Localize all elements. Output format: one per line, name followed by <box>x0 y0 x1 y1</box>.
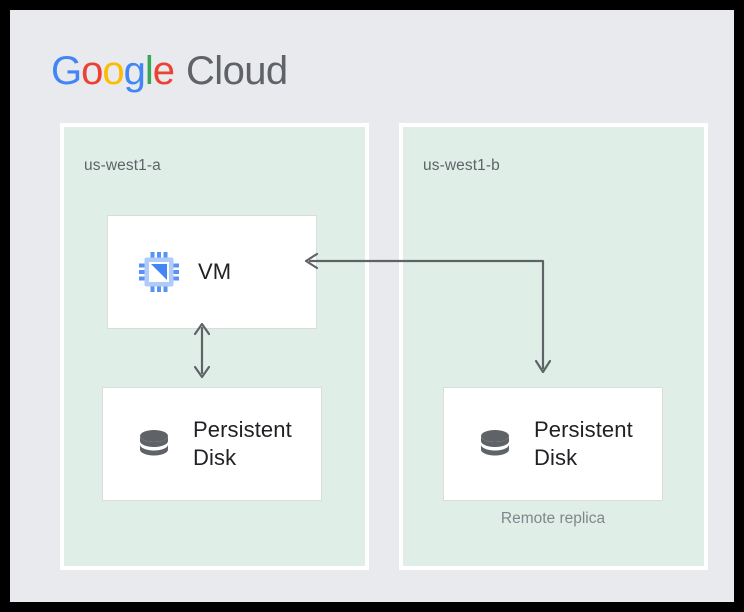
cpu-chip-icon <box>138 251 180 293</box>
zone-us-west1-b: us-west1-b <box>399 123 708 570</box>
zone-us-west1-a: us-west1-a <box>60 123 369 570</box>
logo-letter-g2: g <box>123 49 146 93</box>
zone-a-label: us-west1-a <box>84 157 161 174</box>
vm-card[interactable]: VM <box>107 215 317 329</box>
database-disk-icon <box>133 423 175 465</box>
logo-cloud-text: Cloud <box>186 49 288 93</box>
vm-card-label: VM <box>198 259 232 284</box>
logo-letter-o2: o <box>102 49 124 93</box>
logo-letter-o1: o <box>81 49 103 93</box>
google-wordmark: Google <box>51 48 175 94</box>
logo-letter-l: l <box>144 49 154 93</box>
google-cloud-logo: Google Cloud <box>51 48 288 94</box>
persistent-disk-b-label: Persistent Disk <box>534 417 633 470</box>
remote-replica-caption: Remote replica <box>500 510 606 527</box>
persistent-disk-a-label: Persistent Disk <box>193 417 292 470</box>
zone-b-label: us-west1-b <box>423 157 500 174</box>
persistent-disk-card-zone-b[interactable]: Persistent Disk <box>443 387 663 501</box>
logo-letter-g1: G <box>51 49 82 93</box>
persistent-disk-card-zone-a[interactable]: Persistent Disk <box>102 387 322 501</box>
logo-letter-e: e <box>152 49 175 93</box>
database-disk-icon <box>474 423 516 465</box>
